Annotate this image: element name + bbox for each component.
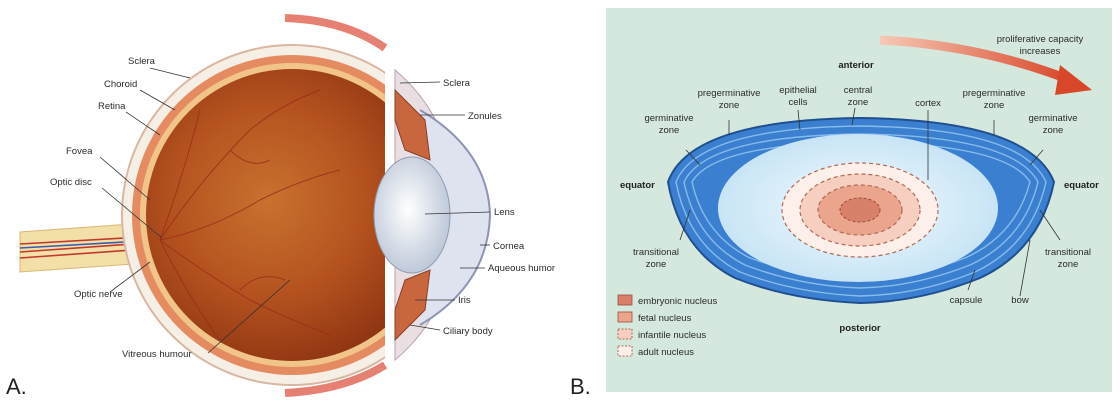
label-lens: Lens <box>494 207 515 218</box>
legend-swatch-adult <box>618 346 632 356</box>
label-choroid: Choroid <box>104 79 137 90</box>
legend-swatch-embryonic <box>618 295 632 305</box>
label-transitional-left-1: transitional <box>633 247 679 258</box>
legend-label-infantile: infantile nucleus <box>638 330 706 341</box>
label-cortex: cortex <box>915 98 941 109</box>
label-vitreous-humour: Vitreous humour <box>122 349 192 360</box>
label-sclera-front: Sclera <box>443 78 471 89</box>
label-cornea: Cornea <box>493 241 525 252</box>
embryonic-nucleus-shape <box>840 198 880 222</box>
label-germinative-left-2: zone <box>659 125 680 136</box>
panel-b-lens-diagram: proliferative capacity increases anterio… <box>570 8 1112 399</box>
panel-a-eye-diagram: Sclera Choroid Retina Fovea Optic disc O… <box>6 18 555 399</box>
label-transitional-right-2: zone <box>1058 259 1079 270</box>
label-proliferative-2: increases <box>1020 46 1061 57</box>
label-aqueous-humor: Aqueous humor <box>488 263 555 274</box>
panel-b-letter: B. <box>570 374 591 399</box>
label-epithelial-1: epithelial <box>779 85 817 96</box>
panel-a-letter: A. <box>6 374 27 399</box>
label-equator-right: equator <box>1064 180 1099 191</box>
label-central-2: zone <box>848 97 869 108</box>
label-optic-disc: Optic disc <box>50 177 92 188</box>
label-bow: bow <box>1011 295 1029 306</box>
label-retina: Retina <box>98 101 126 112</box>
label-pregerminative-left-1: pregerminative <box>698 88 761 99</box>
legend-label-embryonic: embryonic nucleus <box>638 296 717 307</box>
legend-label-adult: adult nucleus <box>638 347 694 358</box>
label-epithelial-2: cells <box>788 97 807 108</box>
label-pregerminative-left-2: zone <box>719 100 740 111</box>
label-optic-nerve: Optic nerve <box>74 289 123 300</box>
label-iris: Iris <box>458 295 471 306</box>
legend-swatch-infantile <box>618 329 632 339</box>
label-ciliary-body: Ciliary body <box>443 326 493 337</box>
label-proliferative-1: proliferative capacity <box>997 34 1084 45</box>
label-fovea: Fovea <box>66 146 93 157</box>
label-anterior: anterior <box>838 60 874 71</box>
lens-shape <box>374 157 450 273</box>
label-pregerminative-right-1: pregerminative <box>963 88 1026 99</box>
label-pregerminative-right-2: zone <box>984 100 1005 111</box>
legend-label-fetal: fetal nucleus <box>638 313 692 324</box>
label-sclera-top: Sclera <box>128 56 156 67</box>
legend-swatch-fetal <box>618 312 632 322</box>
label-capsule: capsule <box>950 295 983 306</box>
label-germinative-left-1: germinative <box>644 113 693 124</box>
label-transitional-right-1: transitional <box>1045 247 1091 258</box>
label-zonules: Zonules <box>468 111 502 122</box>
label-posterior: posterior <box>839 323 880 334</box>
label-germinative-right-2: zone <box>1043 125 1064 136</box>
label-central-1: central <box>844 85 873 96</box>
label-equator-left: equator <box>620 180 655 191</box>
label-germinative-right-1: germinative <box>1028 113 1077 124</box>
label-transitional-left-2: zone <box>646 259 667 270</box>
